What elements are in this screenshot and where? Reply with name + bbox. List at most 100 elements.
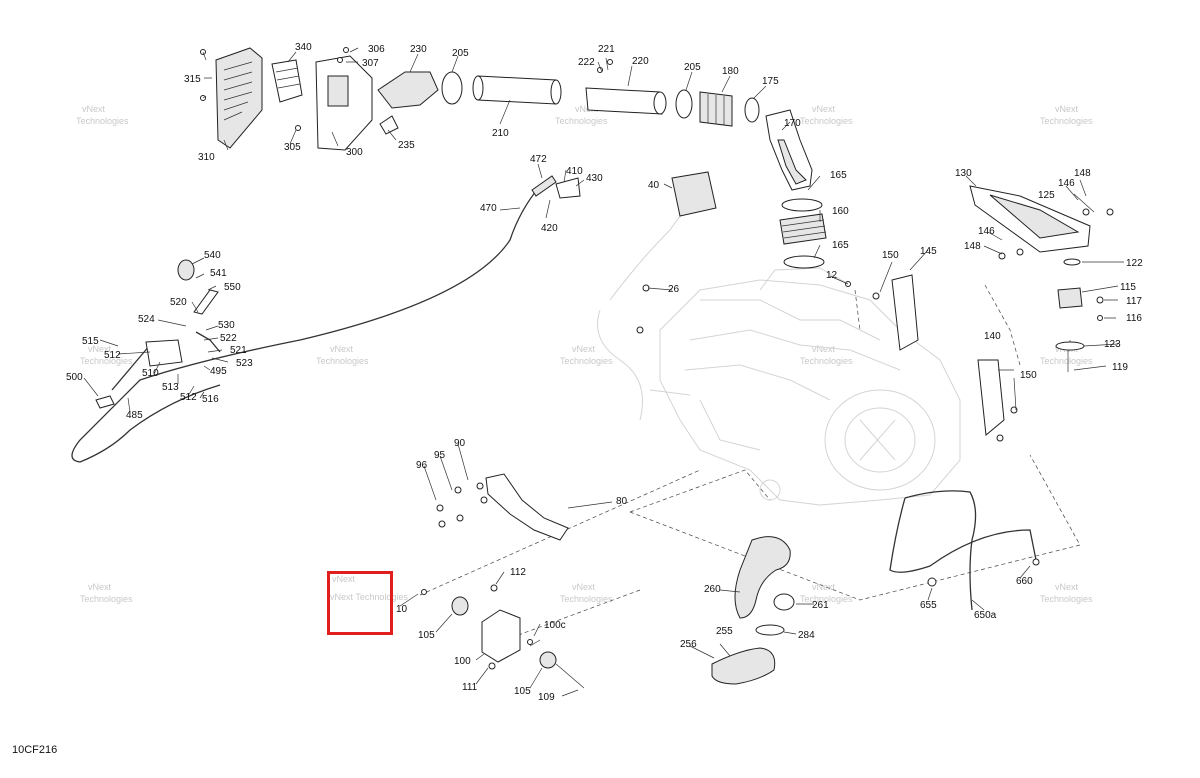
callout: 300 <box>346 147 363 158</box>
part-40 <box>671 171 717 217</box>
callout: 530 <box>218 320 235 331</box>
part-123 <box>1055 341 1085 351</box>
part-284 <box>755 624 785 636</box>
callout: 145 <box>920 246 937 257</box>
part-261 <box>773 593 795 611</box>
part-165 <box>781 198 823 212</box>
part-145 <box>891 274 919 351</box>
right-mounts <box>872 185 1114 442</box>
callout: 180 <box>722 66 739 77</box>
part-122 <box>1063 258 1081 266</box>
callout: 12 <box>826 270 838 281</box>
callout: 160 <box>832 206 849 217</box>
callout: 540 <box>204 250 221 261</box>
part-80 <box>485 473 569 541</box>
callout: 222 <box>578 57 595 68</box>
callout: 221 <box>598 44 615 55</box>
watermark: vNext <box>812 582 836 592</box>
callout: 310 <box>198 152 215 163</box>
callout: 655 <box>920 600 937 611</box>
part-205b <box>675 89 693 119</box>
part-175 <box>744 97 760 123</box>
part-260 <box>734 536 791 619</box>
callout: 119 <box>1112 362 1128 373</box>
callout: 500 <box>66 372 83 383</box>
callout: 105 <box>514 686 531 697</box>
callout: 510 <box>142 368 159 379</box>
callout: 123 <box>1104 339 1121 350</box>
callout: 90 <box>454 438 466 449</box>
part-100 <box>481 609 521 663</box>
callout: 512 <box>104 350 121 361</box>
callout: 140 <box>984 331 1001 342</box>
callout: 117 <box>1126 296 1142 307</box>
callout: 111 <box>462 682 478 693</box>
callout: 235 <box>398 140 415 151</box>
callout: 255 <box>716 626 733 637</box>
part-170 <box>765 109 813 191</box>
part-300-window <box>327 75 349 107</box>
callout: 100 <box>454 656 471 667</box>
callout: 116 <box>1126 313 1142 324</box>
callout: 306 <box>368 44 385 55</box>
watermark: Technologies <box>80 356 133 366</box>
part-165b <box>783 255 825 269</box>
callout: 150 <box>882 250 899 261</box>
callout: 650a <box>974 610 997 621</box>
callout: 472 <box>530 154 547 165</box>
callout: 512 <box>180 392 197 403</box>
callout: 175 <box>762 76 779 87</box>
callout: 495 <box>210 366 227 377</box>
watermark: vNext <box>812 344 836 354</box>
watermarks: vNext Technologies vNext Technologies vN… <box>76 104 1093 604</box>
part-205 <box>441 71 463 105</box>
callout: 305 <box>284 142 301 153</box>
callout: 261 <box>812 600 829 611</box>
callout: 26 <box>668 284 680 295</box>
callout: 315 <box>184 74 201 85</box>
watermark: vNext <box>82 104 106 114</box>
leader-lines <box>83 47 1124 697</box>
watermark: vNext <box>575 104 599 114</box>
hoses-group <box>711 490 1040 685</box>
callout: 485 <box>126 410 143 421</box>
watermark: Technologies <box>800 116 853 126</box>
callout: 105 <box>418 630 435 641</box>
watermark: Technologies <box>76 116 129 126</box>
callout: 260 <box>704 584 721 595</box>
callout: 112 <box>510 567 526 578</box>
callout: 515 <box>82 336 99 347</box>
callout: 205 <box>684 62 701 73</box>
callout: 150 <box>1020 370 1037 381</box>
callout: 40 <box>648 180 660 191</box>
watermark: vNext <box>88 344 112 354</box>
callout: 146 <box>1058 178 1075 189</box>
callout: 660 <box>1016 576 1033 587</box>
watermark: Technologies <box>560 356 613 366</box>
part-540 <box>177 259 195 281</box>
callout: 521 <box>230 345 247 356</box>
callout: 148 <box>1074 168 1091 179</box>
callouts: 315 340 306 307 230 205 210 221 222 220 … <box>66 42 1143 703</box>
callout: 109 <box>538 692 555 703</box>
watermark: Technologies <box>1040 594 1093 604</box>
watermark: Technologies <box>80 594 133 604</box>
callout: 470 <box>480 203 497 214</box>
part-340 <box>271 59 303 103</box>
watermark: Technologies <box>560 594 613 604</box>
part-220 <box>585 87 663 115</box>
callout: 256 <box>680 639 697 650</box>
callout: 513 <box>162 382 179 393</box>
callout: 340 <box>295 42 312 53</box>
callout: 230 <box>410 44 427 55</box>
part-255 <box>711 647 776 685</box>
watermark: vNext <box>572 344 596 354</box>
callout: 524 <box>138 314 155 325</box>
watermark: vNext <box>332 574 356 584</box>
part-310 <box>215 47 263 149</box>
callout: 307 <box>362 58 379 69</box>
callout: 10 <box>396 604 408 615</box>
watermark: Technologies <box>800 356 853 366</box>
part-105 <box>451 596 469 616</box>
callout: 96 <box>416 460 428 471</box>
